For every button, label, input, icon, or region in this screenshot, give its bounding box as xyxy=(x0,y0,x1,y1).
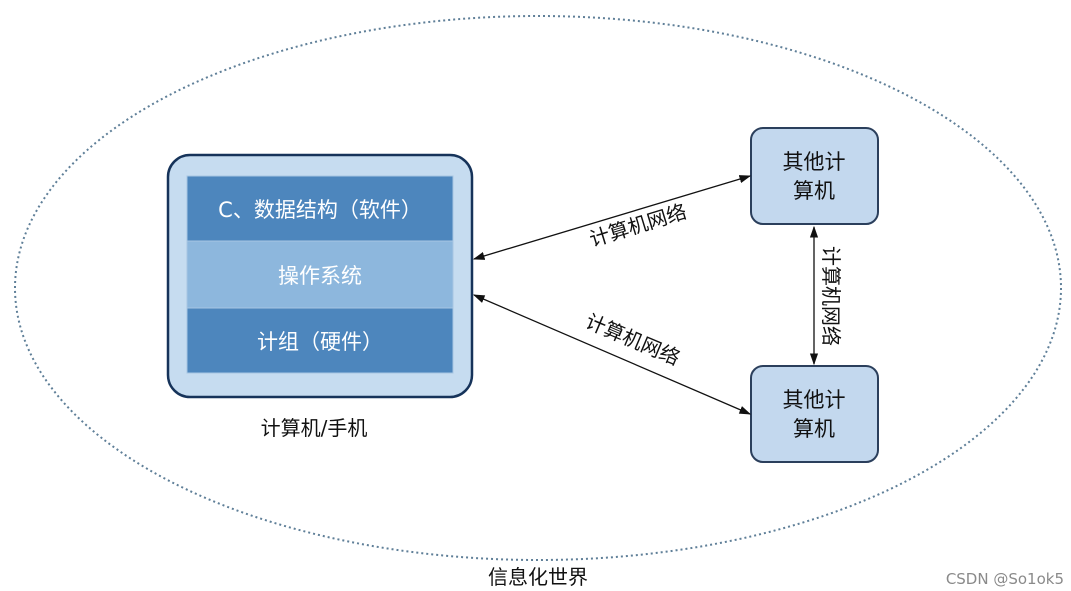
watermark: CSDN @So1ok5 xyxy=(946,570,1064,588)
layer-os-block xyxy=(186,240,454,309)
layer-hardware-label: 计组（硬件） xyxy=(257,330,383,354)
other-computer-top-line2: 算机 xyxy=(793,179,835,203)
layer-software-label: C、数据结构（软件） xyxy=(218,198,422,222)
layer-os-label: 操作系统 xyxy=(278,264,362,288)
other-computer-top-line1: 其他计 xyxy=(783,150,846,174)
network-link-bottom xyxy=(472,294,752,415)
main-computer-caption: 计算机/手机 xyxy=(261,416,368,440)
other-computer-bottom-line2: 算机 xyxy=(793,417,835,441)
network-link-top-label: 计算机网络 xyxy=(587,199,690,251)
other-computer-bottom-line1: 其他计 xyxy=(783,388,846,412)
layer-software-block xyxy=(186,175,454,242)
other-computer-top-box xyxy=(750,127,879,225)
other-computer-bottom-box xyxy=(750,365,879,463)
main-computer: C、数据结构（软件） 操作系统 计组（硬件） xyxy=(166,153,474,399)
layer-hardware-block xyxy=(186,307,454,374)
other-computer-bottom: 其他计 算机 xyxy=(750,365,879,463)
other-computer-top: 其他计 算机 xyxy=(750,127,879,225)
network-link-vertical-label: 计算机网络 xyxy=(819,246,843,346)
network-link-bottom-label: 计算机网络 xyxy=(582,309,683,370)
world-label: 信息化世界 xyxy=(488,565,588,589)
network-link-top xyxy=(472,175,752,260)
world-ellipse xyxy=(14,15,1062,561)
